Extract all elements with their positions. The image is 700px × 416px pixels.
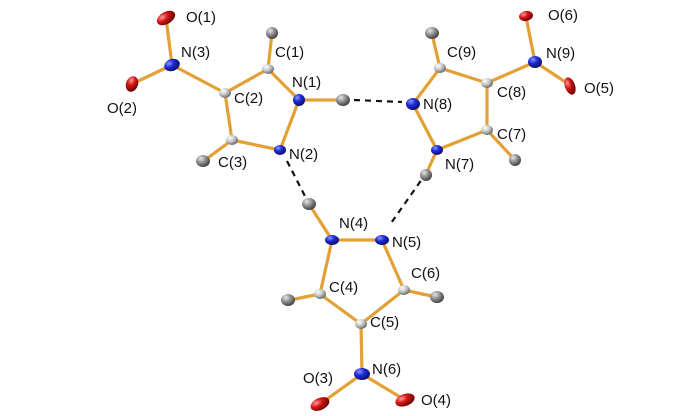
- atom-c4: [314, 289, 326, 299]
- label-c1: C(1): [275, 44, 304, 61]
- label-c7: C(7): [497, 126, 526, 143]
- hbond-n1-n8: [353, 98, 403, 104]
- atom-o5: [564, 77, 576, 95]
- atom-c1: [262, 64, 274, 74]
- atom-h-n1: [336, 94, 350, 106]
- atom-c3: [226, 135, 238, 145]
- atom-n9: [528, 56, 542, 68]
- atom-n2: [274, 145, 286, 155]
- label-o2: O(2): [107, 100, 137, 117]
- label-n1: N(1): [292, 74, 321, 91]
- label-n7: N(7): [445, 156, 474, 173]
- atom-n3: [164, 58, 180, 72]
- hbond-n2-n4: [286, 160, 310, 205]
- atom-h-c6: [430, 291, 444, 303]
- hbond-n7-n5: [388, 171, 428, 227]
- label-o6: O(6): [548, 7, 578, 24]
- label-c4: C(4): [329, 279, 358, 296]
- label-c3: C(3): [218, 154, 247, 171]
- atom-n5: [375, 235, 389, 245]
- atom-n7: [431, 145, 443, 155]
- label-c6: C(6): [411, 265, 440, 282]
- atom-h-c4: [281, 294, 295, 306]
- label-c5: C(5): [370, 314, 399, 331]
- bonds: [130, 15, 572, 406]
- atom-o4: [395, 393, 415, 407]
- label-n4: N(4): [339, 215, 368, 232]
- atom-c5: [355, 319, 367, 329]
- label-c2: C(2): [234, 90, 263, 107]
- atom-n4: [325, 235, 339, 245]
- hydrogen-bonds: [286, 98, 428, 227]
- atom-c8: [481, 78, 493, 88]
- atom-c6: [398, 285, 410, 295]
- atom-o2: [125, 76, 139, 92]
- atoms: [125, 10, 576, 411]
- atom-h-n4: [302, 198, 316, 210]
- atom-o6: [519, 10, 533, 22]
- atom-h-c9: [425, 27, 439, 39]
- atom-n6: [354, 368, 370, 380]
- atom-labels: O(1) N(3) C(1) N(1) O(2) C(2) N(2) C(3) …: [107, 7, 614, 409]
- atom-c2: [219, 88, 231, 98]
- label-o5: O(5): [584, 80, 614, 97]
- label-n8: N(8): [423, 96, 452, 113]
- label-n9: N(9): [546, 45, 575, 62]
- label-n6: N(6): [372, 361, 401, 378]
- atom-h-c1: [266, 27, 278, 39]
- atom-o1: [156, 10, 176, 26]
- label-n2: N(2): [289, 146, 318, 163]
- atom-n1: [293, 94, 305, 106]
- label-o1: O(1): [186, 9, 216, 26]
- atom-h-c3: [196, 155, 210, 167]
- atom-c9: [434, 63, 446, 73]
- label-c8: C(8): [497, 84, 526, 101]
- label-o4: O(4): [421, 392, 451, 409]
- label-n5: N(5): [392, 234, 421, 251]
- atom-h-n7: [420, 169, 432, 181]
- atom-h-c7: [509, 154, 521, 166]
- label-c9: C(9): [447, 44, 476, 61]
- atom-o3: [310, 397, 330, 411]
- atom-n8: [406, 98, 420, 110]
- atom-c7: [481, 125, 493, 135]
- label-o3: O(3): [303, 370, 333, 387]
- label-n3: N(3): [181, 44, 210, 61]
